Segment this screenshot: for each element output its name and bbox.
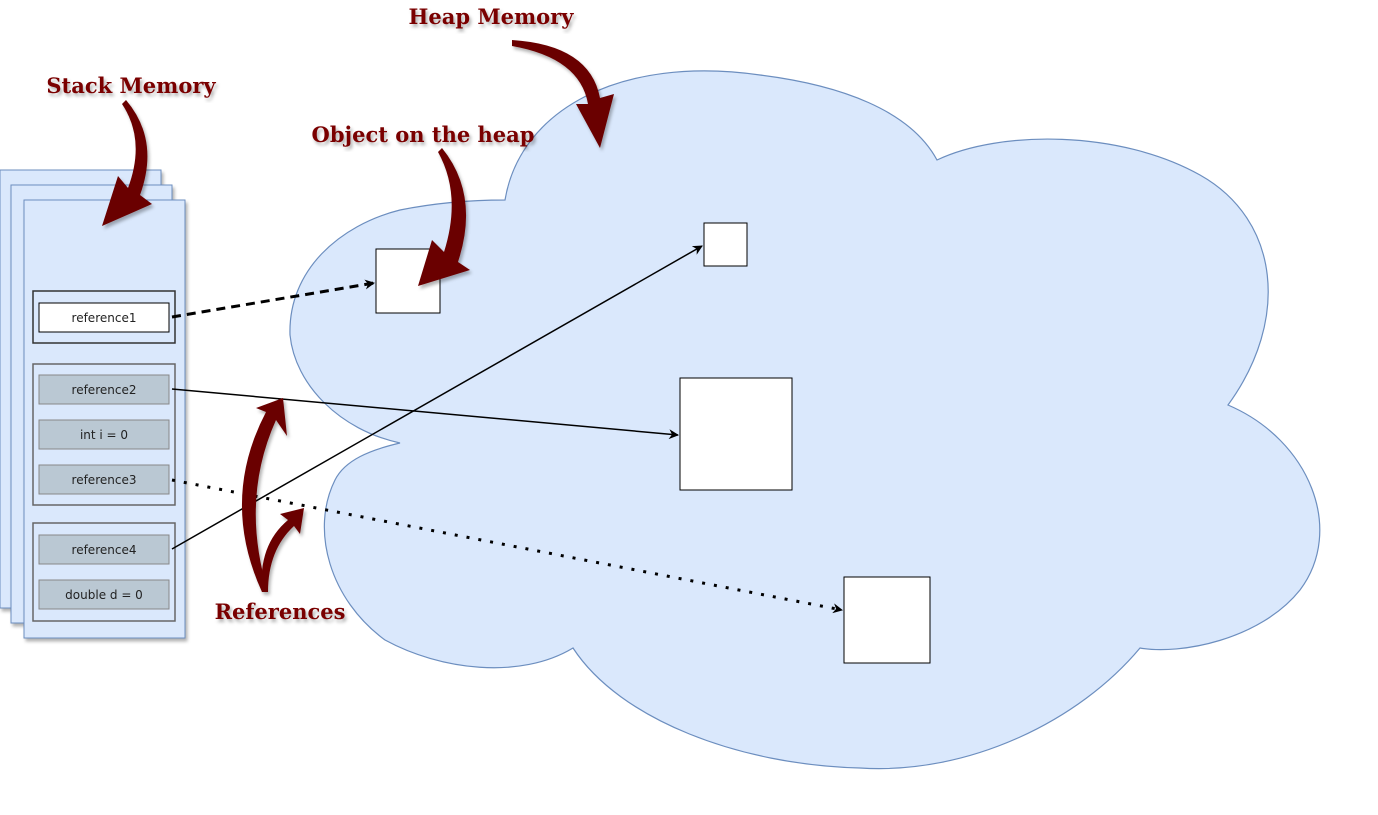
reference1-arrow [171, 279, 375, 319]
slot-int-i-label: int i = 0 [80, 428, 128, 442]
slot-reference3 [38, 464, 170, 495]
reference2-arrow [171, 388, 679, 440]
reference4-arrow [171, 245, 703, 550]
slot-double-d-label: double d = 0 [65, 588, 143, 602]
slot-double-d [38, 579, 170, 610]
object-on-heap-curved-arrow [418, 148, 470, 286]
heap-memory-label: Heap Memory [409, 4, 575, 29]
slot-reference4-label: reference4 [72, 543, 137, 557]
object-on-heap-label: Object on the heap [312, 122, 535, 147]
heap-object-4 [843, 576, 931, 664]
references-curved-arrow-1 [241, 398, 287, 592]
heap-memory-curved-arrow [512, 40, 614, 148]
slot-reference1 [38, 302, 170, 333]
slot-reference4 [38, 534, 170, 565]
heap-object-2 [703, 222, 748, 267]
stack-memory-label: Stack Memory [46, 73, 216, 98]
references-label: References [215, 599, 346, 624]
slot-reference2-label: reference2 [72, 383, 137, 397]
slot-reference1-label: reference1 [72, 311, 137, 325]
slot-reference2 [38, 374, 170, 405]
slot-int-i [38, 419, 170, 450]
heap-cloud [289, 70, 1321, 770]
slot-reference3-label: reference3 [72, 473, 137, 487]
stack-memory-curved-arrow [102, 100, 152, 226]
references-curved-arrow-2 [261, 508, 304, 592]
heap-object-3 [679, 377, 793, 491]
